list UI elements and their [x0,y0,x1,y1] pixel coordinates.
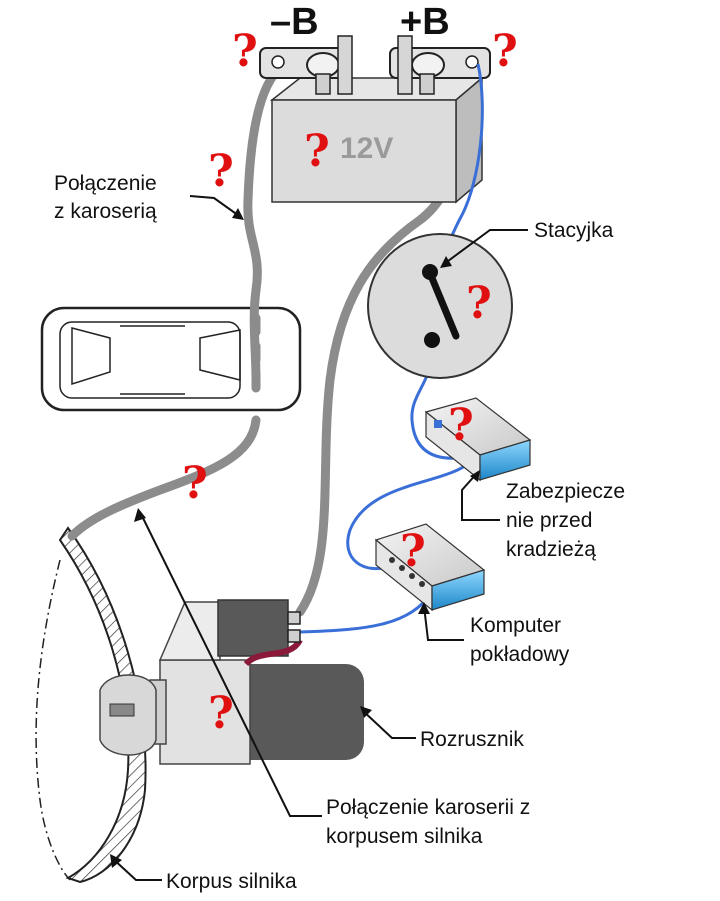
engine-block-label: Korpus silnika [166,870,297,893]
ignition-switch [367,233,513,379]
computer-label-line1: Komputer [470,614,561,637]
starter-label: Rozrusznik [420,728,524,751]
body-connection-label-line2: z karoserią [54,200,157,223]
immobilizer-label-line1: Zabezpiecze [506,480,625,503]
negative-clamp [259,35,353,95]
immobilizer-label-line3: kradzieżą [506,538,596,561]
body-connection-label-line1: Połączenie [54,172,157,195]
battery-voltage: 12V [340,132,393,165]
question-mark-battery: ? [304,126,330,177]
positive-clamp [389,35,491,95]
immobilizer-label-line2: nie przed [506,509,592,532]
question-mark-minus-terminal: ? [232,26,258,77]
computer-label-line2: pokładowy [470,643,570,666]
immobilizer-box [424,397,532,482]
ignition-label: Stacyjka [534,219,614,242]
question-mark-immobilizer: ? [448,400,474,451]
starter-motor [99,599,364,765]
engine-body-connection-label-line1: Połączenie karoserii z [326,796,530,819]
computer-box [374,523,486,612]
plus-terminal-label: +B [400,1,450,43]
ground-cable [67,65,283,541]
question-mark-body-connection: ? [208,146,234,197]
leader-lines [111,195,528,881]
question-mark-computer: ? [400,526,426,577]
leader-arrowheads [110,208,480,868]
minus-terminal-label: –B [270,1,319,43]
question-mark-ground-cable: ? [182,458,208,509]
question-mark-plus-terminal: ? [492,26,518,77]
car-outline [40,306,302,412]
question-mark-starter: ? [208,688,234,739]
engine-body-connection-label-line2: korpusem silnika [326,825,483,848]
question-mark-ignition: ? [466,278,492,329]
